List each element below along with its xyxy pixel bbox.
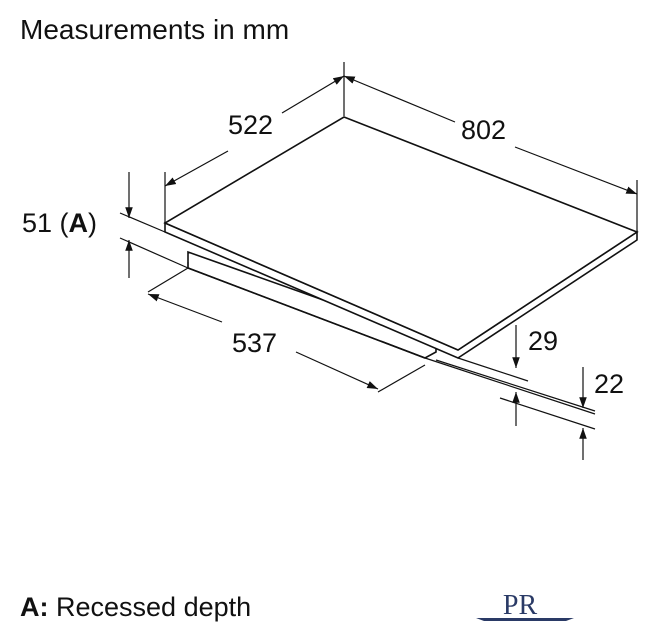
brand-logo: PR <box>476 590 574 621</box>
dimension-522 <box>164 62 345 222</box>
dimension-label-recessed: 51 (A) <box>22 208 97 238</box>
logo-text: PR <box>503 590 538 621</box>
dimension-537 <box>147 262 426 393</box>
dimension-802 <box>343 75 638 231</box>
legend-key: A: <box>20 592 49 622</box>
dimension-29 <box>424 325 596 426</box>
legend-note: A: Recessed depth <box>20 592 251 623</box>
dimension-label-cutout: 537 <box>232 328 277 358</box>
dimension-label-height: 29 <box>528 326 558 356</box>
legend-text: Recessed depth <box>48 592 252 622</box>
cooktop-glass-top <box>163 116 639 351</box>
page-title: Measurements in mm <box>20 14 290 45</box>
dimension-label-width: 802 <box>461 115 506 145</box>
dimension-label-depth: 522 <box>228 110 273 140</box>
cooktop-body <box>163 116 639 359</box>
dimension-22 <box>435 359 596 460</box>
dimension-51 <box>119 172 189 278</box>
dimension-label-lower-height: 22 <box>594 369 624 399</box>
